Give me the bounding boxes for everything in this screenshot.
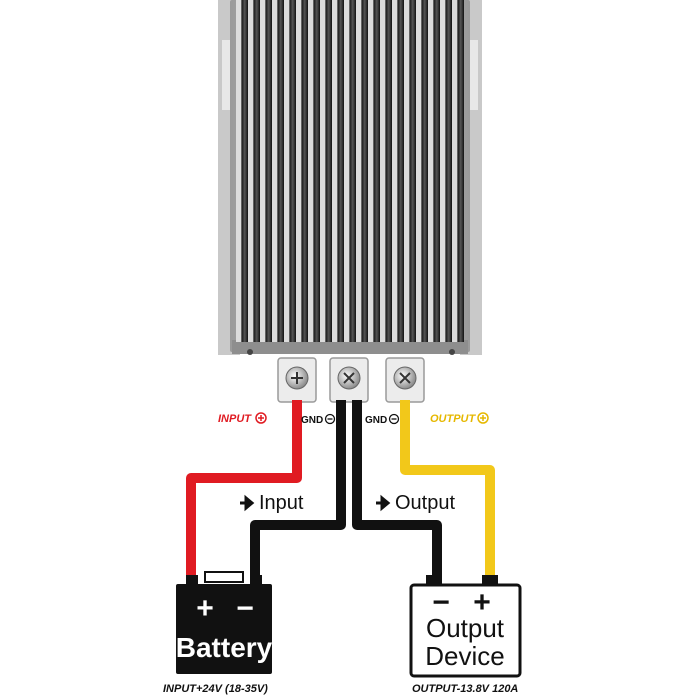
converter-housing bbox=[218, 0, 482, 355]
heatsink-fin-dark bbox=[253, 0, 260, 342]
wire-input-ground bbox=[250, 400, 346, 582]
heatsink-fin-light bbox=[296, 0, 302, 342]
heatsink-fin-light bbox=[416, 0, 422, 342]
heatsink-fin-dark bbox=[349, 0, 356, 342]
heatsink-fin-dark bbox=[421, 0, 428, 342]
heatsink-fin-dark bbox=[289, 0, 296, 342]
device-minus-sign: − bbox=[432, 586, 450, 619]
wire-output-positive bbox=[400, 400, 495, 582]
output-device: − + Output Device bbox=[409, 575, 522, 678]
heatsink-fin-light bbox=[356, 0, 362, 342]
heatsink-fin-light bbox=[440, 0, 446, 342]
device-body bbox=[409, 583, 522, 678]
heatsink-fins bbox=[236, 0, 464, 342]
housing-bottom-lip bbox=[232, 340, 468, 354]
wire-input-positive bbox=[186, 400, 302, 582]
device-terminal-negative bbox=[426, 575, 442, 585]
heatsink-fin-light bbox=[236, 0, 242, 342]
minus-circle-icon bbox=[324, 413, 336, 425]
heatsink-fin-dark bbox=[433, 0, 440, 342]
heatsink-fin-light bbox=[344, 0, 350, 342]
heatsink-fin-dark bbox=[313, 0, 320, 342]
heatsink-fin-light bbox=[452, 0, 458, 342]
input-spec-label: INPUT+24V (18-35V) bbox=[163, 683, 268, 695]
heatsink-fin-light bbox=[392, 0, 398, 342]
housing-tab-left bbox=[222, 40, 230, 110]
battery-plus-sign: + bbox=[196, 592, 214, 625]
device-terminal-positive bbox=[482, 575, 498, 585]
heatsink-fin-light bbox=[404, 0, 410, 342]
heatsink-fin-light bbox=[272, 0, 278, 342]
heatsink-fin-dark bbox=[241, 0, 248, 342]
plus-circle-icon bbox=[477, 412, 489, 424]
heatsink-fin-light bbox=[380, 0, 386, 342]
device-plus-sign: + bbox=[473, 586, 491, 619]
right-arrow-icon bbox=[376, 494, 391, 512]
heatsink-fin-light bbox=[332, 0, 338, 342]
battery-body bbox=[176, 584, 272, 674]
wire-output-ground bbox=[352, 400, 442, 582]
terminal-block-ground bbox=[329, 357, 369, 403]
housing-screw-right bbox=[449, 349, 455, 355]
heatsink-fin-dark bbox=[409, 0, 416, 342]
svg-text:Output: Output bbox=[395, 492, 455, 514]
svg-text:INPUT: INPUT bbox=[218, 413, 252, 425]
heatsink-fin-dark bbox=[457, 0, 464, 342]
heatsink-fin-dark bbox=[397, 0, 404, 342]
heatsink-fin-light bbox=[284, 0, 290, 342]
battery-label: Battery bbox=[176, 632, 273, 663]
minus-circle-icon bbox=[388, 413, 400, 425]
housing-tab-right bbox=[470, 40, 478, 110]
heatsink-fin-light bbox=[368, 0, 374, 342]
device-label-line1: Output bbox=[426, 613, 505, 643]
heatsink-fin-dark bbox=[325, 0, 332, 342]
heatsink-fin-dark bbox=[385, 0, 392, 342]
input-positive-label: INPUT bbox=[218, 412, 267, 425]
heatsink-fin-light bbox=[308, 0, 314, 342]
output-positive-label: OUTPUT bbox=[430, 412, 489, 425]
heatsink-fin-dark bbox=[361, 0, 368, 342]
svg-text:Input: Input bbox=[259, 492, 304, 514]
battery-minus-sign: − bbox=[236, 592, 254, 625]
battery-terminal-negative bbox=[250, 575, 262, 585]
plus-circle-icon bbox=[255, 412, 267, 424]
heatsink-fin-dark bbox=[301, 0, 308, 342]
battery-terminal-positive bbox=[186, 575, 198, 585]
terminal-block-output-positive bbox=[385, 357, 425, 403]
right-arrow-icon bbox=[240, 494, 255, 512]
heatsink-fin-dark bbox=[277, 0, 284, 342]
heatsink-fin-light bbox=[320, 0, 326, 342]
svg-text:GND: GND bbox=[301, 415, 323, 426]
heatsink-fin-dark bbox=[337, 0, 344, 342]
svg-text:GND: GND bbox=[365, 415, 387, 426]
output-flow-label: Output bbox=[376, 492, 455, 514]
heatsink-fin-dark bbox=[445, 0, 452, 342]
heatsink-fin-light bbox=[428, 0, 434, 342]
gnd-right-label: GND bbox=[365, 413, 400, 426]
input-flow-label: Input bbox=[240, 492, 304, 514]
heatsink-fin-dark bbox=[265, 0, 272, 342]
output-spec-label: OUTPUT-13.8V 120A bbox=[412, 683, 518, 695]
gnd-left-label: GND bbox=[301, 413, 336, 426]
heatsink-fin-light bbox=[248, 0, 254, 342]
device-label-line2: Device bbox=[425, 641, 504, 671]
heatsink-fin-light bbox=[260, 0, 266, 342]
housing-screw-left bbox=[247, 349, 253, 355]
terminal-block-input-positive bbox=[277, 357, 317, 403]
heatsink-fin-dark bbox=[373, 0, 380, 342]
battery-handle bbox=[204, 571, 244, 583]
battery: + − Battery bbox=[176, 571, 273, 674]
svg-text:OUTPUT: OUTPUT bbox=[430, 413, 477, 425]
